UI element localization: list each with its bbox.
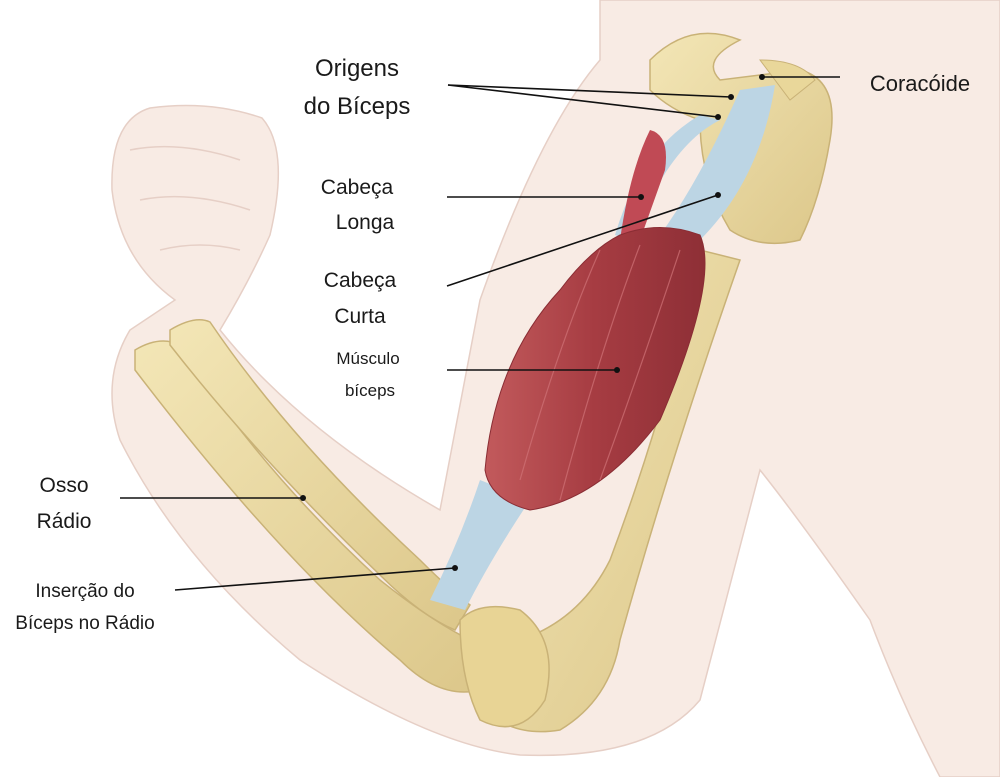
biceps-muscle bbox=[484, 227, 706, 511]
label-radius-1: Osso bbox=[39, 474, 88, 497]
label-short-head-1: Cabeça bbox=[324, 269, 397, 292]
label-muscle-1: Músculo bbox=[336, 349, 399, 368]
label-muscle-2: bíceps bbox=[345, 381, 395, 400]
label-long-head-1: Cabeça bbox=[321, 176, 394, 199]
leader-lines bbox=[120, 74, 840, 591]
label-short-head-2: Curta bbox=[334, 305, 386, 328]
label-insertion-2: Bíceps no Rádio bbox=[15, 613, 154, 634]
label-long-head-2: Longa bbox=[336, 211, 395, 234]
label-origins-1: Origens bbox=[315, 55, 399, 82]
long-head-top bbox=[620, 130, 666, 240]
label-insertion-1: Inserção do bbox=[35, 581, 134, 602]
label-coracoid: Coracóide bbox=[870, 71, 970, 96]
label-origins-2: do Bíceps bbox=[304, 93, 411, 120]
label-radius-2: Rádio bbox=[37, 510, 92, 533]
forearm-bones bbox=[134, 319, 550, 728]
